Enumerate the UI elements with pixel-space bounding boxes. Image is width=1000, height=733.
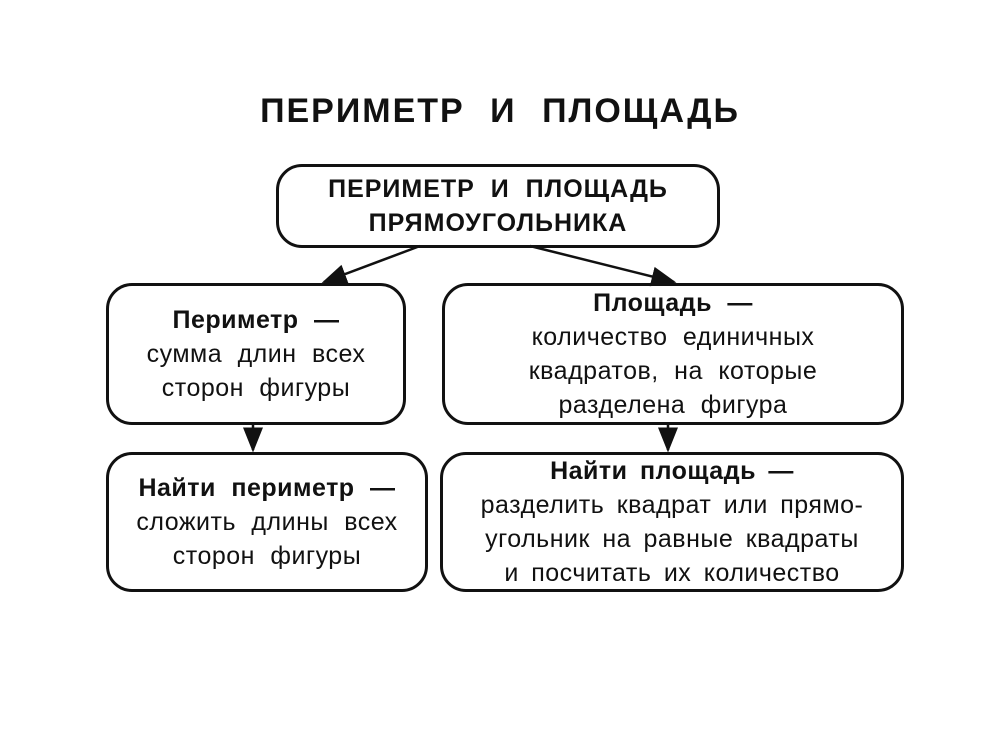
text-line: угольник на равные квадраты bbox=[485, 525, 859, 553]
term: Найти периметр — bbox=[138, 474, 396, 502]
root-line: ПЕРИМЕТР И ПЛОЩАДЬ bbox=[328, 175, 668, 203]
term: Найти площадь — bbox=[550, 457, 794, 485]
text-line: количество единичных bbox=[531, 323, 815, 351]
term: Площадь — bbox=[593, 289, 753, 317]
arrow-root-to-perimeter bbox=[321, 244, 421, 284]
text-line: сторон фигуры bbox=[172, 542, 362, 570]
root-box: ПЕРИМЕТР И ПЛОЩАДЬ ПРЯМОУГОЛЬНИКА bbox=[276, 164, 720, 248]
page-title: ПЕРИМЕТР И ПЛОЩАДЬ bbox=[260, 92, 740, 130]
text-line: сторон фигуры bbox=[161, 374, 351, 402]
area-definition-box: Площадь — количество единичных квадратов… bbox=[442, 283, 904, 425]
text-line: сложить длины всех bbox=[136, 508, 398, 536]
root-line: ПРЯМОУГОЛЬНИКА bbox=[368, 209, 628, 237]
text-line: и посчитать их количество bbox=[504, 559, 840, 587]
text-line: разделить квадрат или прямо- bbox=[480, 491, 864, 519]
perimeter-definition-box: Периметр — сумма длин всех сторон фигуры bbox=[106, 283, 406, 425]
text-line: сумма длин всех bbox=[146, 340, 366, 368]
find-area-box: Найти площадь — разделить квадрат или пр… bbox=[440, 452, 904, 592]
find-perimeter-box: Найти периметр — сложить длины всех стор… bbox=[106, 452, 428, 592]
arrow-root-to-area bbox=[529, 244, 677, 287]
text-line: квадратов, на которые bbox=[528, 357, 818, 385]
text-line: разделена фигура bbox=[558, 391, 788, 419]
term: Периметр — bbox=[172, 306, 340, 334]
